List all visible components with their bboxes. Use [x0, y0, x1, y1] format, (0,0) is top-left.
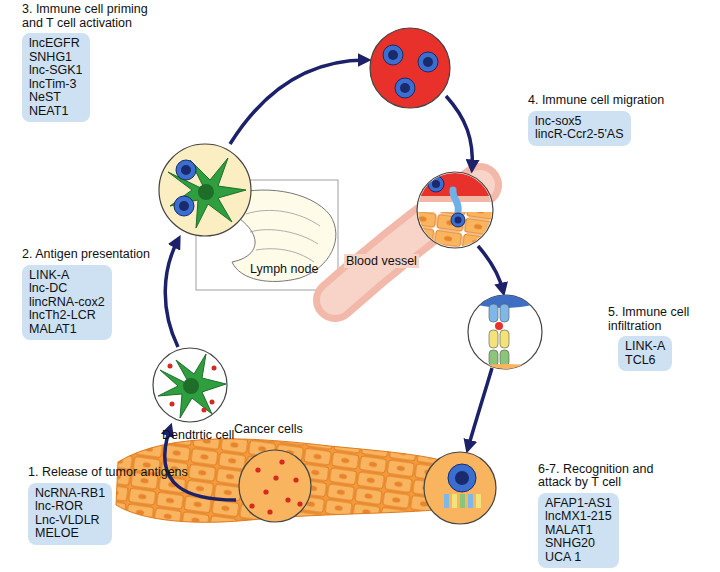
- step-heading: 5. Immune cell infiltration: [608, 306, 700, 333]
- antigen-circle: [153, 348, 227, 422]
- lncrna-name: lnc-sox5: [535, 115, 624, 129]
- lncrna-box: LINK-Alnc-DClincRNA-cox2lncTh2-LCRMALAT1: [22, 265, 112, 341]
- lncrna-panel: 6-7. Recognition and attack by T cellAFA…: [538, 463, 688, 569]
- lncrna-name: NeST: [29, 91, 83, 105]
- lncrna-name: TCL6: [625, 354, 665, 368]
- attack-circle: [424, 452, 496, 524]
- lncrna-name: lincR-Ccr2-5'AS: [535, 128, 624, 142]
- lncrna-name: lncTim-3: [29, 78, 83, 92]
- lncrna-name: lncEGFR: [29, 37, 83, 51]
- figure-label: Cancer cells: [232, 422, 305, 436]
- lncrna-name: MALAT1: [29, 323, 105, 337]
- step-heading: 6-7. Recognition and attack by T cell: [538, 463, 688, 490]
- lncrna-name: NcRNA-RB1: [35, 487, 105, 501]
- lncrna-name: LINK-A: [29, 269, 105, 283]
- lncrna-name: NEAT1: [29, 105, 83, 119]
- lncrna-box: LINK-ATCL6: [618, 336, 672, 371]
- lncrna-name: SNHG1: [29, 51, 83, 65]
- lncrna-name: UCA 1: [545, 551, 612, 565]
- lncrna-name: AFAP1-AS1: [545, 497, 612, 511]
- lncrna-name: SNHG20: [545, 537, 612, 551]
- lncrna-name: lnc-DC: [29, 282, 105, 296]
- step-heading: 1. Release of tumor antigens: [28, 466, 188, 480]
- priming-circle: [159, 144, 251, 236]
- lncrna-panel: 5. Immune cell infiltrationLINK-ATCL6: [608, 306, 700, 371]
- tumor-circle: [239, 450, 311, 522]
- lncrna-name: lnc-ROR: [35, 500, 105, 514]
- lncrna-box: NcRNA-RB1lnc-RORLnc-VLDLRMELOE: [28, 483, 112, 545]
- figure-label: Blood vessel: [344, 254, 419, 268]
- lncrna-box: AFAP1-AS1lncMX1-215MALAT1SNHG20UCA 1: [538, 493, 619, 569]
- lncrna-panel: 4. Immune cell migration lnc-sox5lincR-Cc…: [528, 94, 664, 146]
- lncrna-box: lnc-sox5lincR-Ccr2-5'AS: [528, 111, 631, 146]
- lncrna-name: lncMX1-215: [545, 510, 612, 524]
- lncrna-name: lincRNA-cox2: [29, 296, 105, 310]
- step-heading: 4. Immune cell migration: [528, 94, 664, 108]
- lncrna-panel: 2. Antigen presentationLINK-Alnc-DClincR…: [22, 248, 150, 340]
- lncrna-name: lnc-SGK1: [29, 64, 83, 78]
- lncrna-panel: 1. Release of tumor antigensNcRNA-RB1lnc…: [28, 466, 188, 545]
- step-heading: 3. Immune cell priming and T cell activa…: [22, 3, 172, 30]
- recognition-circle: [468, 295, 542, 369]
- figure-label: Lymph node: [248, 262, 320, 276]
- lncrna-panel: 3. Immune cell priming and T cell activa…: [22, 3, 172, 122]
- lncrna-name: MALAT1: [545, 524, 612, 538]
- lncrna-name: lncTh2-LCR: [29, 309, 105, 323]
- lncrna-name: LINK-A: [625, 340, 665, 354]
- lncrna-name: Lnc-VLDLR: [35, 514, 105, 528]
- figure-label: Dendtrtic cell: [160, 428, 236, 442]
- step-heading: 2. Antigen presentation: [22, 248, 150, 262]
- lncrna-box: lncEGFRSNHG1lnc-SGK1lncTim-3NeSTNEAT1: [22, 33, 90, 122]
- migration-circle: [370, 28, 450, 108]
- lncrna-name: MELOE: [35, 527, 105, 541]
